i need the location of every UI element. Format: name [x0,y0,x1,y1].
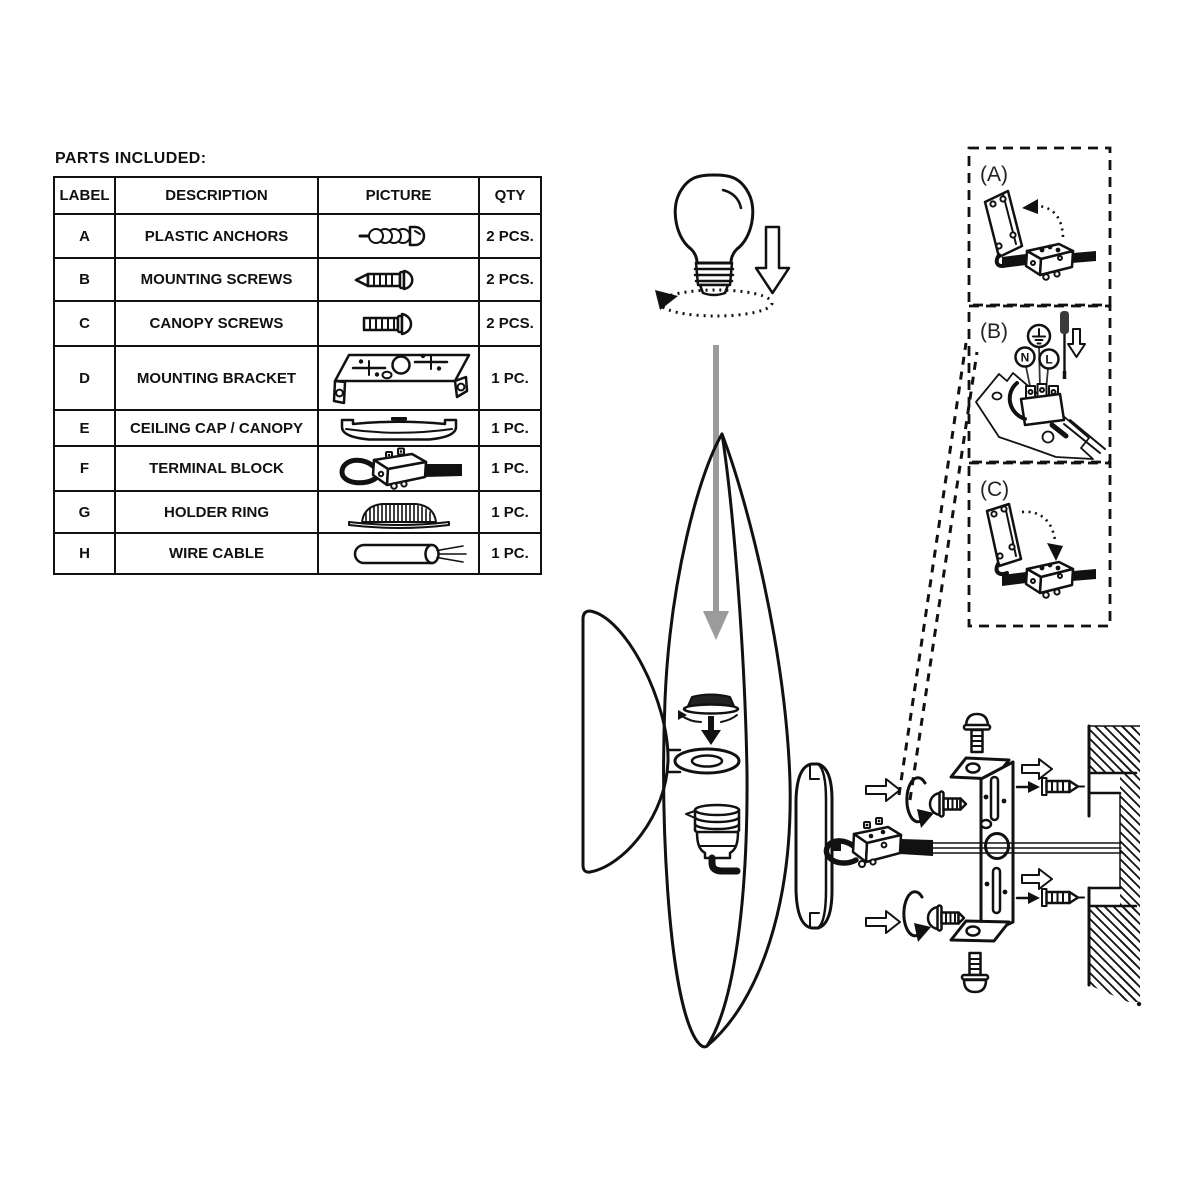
table-row: E CEILING CAP / CANOPY 1 PC. [53,409,542,447]
ceiling-cap-icon [340,416,457,441]
rotate-bulb-arrow [655,288,774,318]
table-row: B MOUNTING SCREWS 2 PCS. [53,257,542,302]
part-qty: 1 PC. [478,532,542,575]
table-row: F TERMINAL BLOCK [53,445,542,492]
lamp-socket [685,803,741,875]
part-qty: 1 PC. [478,409,542,447]
live-terminal-label: L [1045,353,1052,367]
part-description: HOLDER RING [114,490,319,534]
part-label: D [53,345,116,411]
mounting-screw-bottom [960,951,990,994]
holder-ring-illustration [678,693,740,723]
step-box-c: (C) [967,461,1112,628]
ring-insert-arrow [701,716,721,745]
neutral-terminal-label: N [1021,351,1030,365]
canopy-screw-top [928,790,968,818]
glass-dome [581,609,682,874]
part-label: H [53,532,116,575]
part-description: CEILING CAP / CANOPY [114,409,319,447]
col-header-picture: PICTURE [317,176,480,215]
part-qty: 2 PCS. [478,257,542,302]
step-c-label: (C) [980,478,1009,501]
part-description: WIRE CABLE [114,532,319,575]
part-label: C [53,300,116,347]
mounting-bracket-icon [332,353,470,405]
mounting-screw-top [962,712,992,754]
step-a-label: (A) [980,163,1008,186]
lamp-shade [662,432,792,1049]
terminal-block-icon [338,448,462,489]
col-header-qty: QTY [478,176,542,215]
parts-included-title: PARTS INCLUDED: [55,150,207,167]
part-picture-cell [317,532,480,575]
rotation-arrow-top [905,776,934,828]
mounting-screws-icon [354,269,413,290]
part-picture-cell [317,213,480,259]
plastic-anchor-bottom [1041,888,1085,907]
screwdriver-down-arrow [1067,328,1086,358]
step-box-a: (A) [967,146,1112,307]
part-label: F [53,445,116,492]
mounting-bracket-illustration [949,756,1015,943]
plastic-anchor-top [1041,777,1085,796]
table-row: G HOLDER RING 1 PC. [53,490,542,534]
push-arrow-bottom [865,910,901,934]
anchor-arrow-top [1021,758,1053,780]
part-picture-cell [317,490,480,534]
push-arrow-top [865,778,901,802]
anchor-arrow-bottom [1021,868,1053,890]
insertion-guide-arrow [703,345,729,640]
part-picture-cell [317,257,480,302]
part-label: G [53,490,116,534]
canopy-illustration [794,762,841,930]
wire-cable-lines [932,842,1122,854]
insert-anchor-arrow-bottom [1015,892,1040,904]
part-qty: 1 PC. [478,490,542,534]
leader-lines [897,342,979,801]
table-row: C CANOPY SCREWS 2 PCS. [53,300,542,347]
part-qty: 1 PC. [478,345,542,411]
table-row: H WIRE CABLE 1 PC. [53,532,542,575]
part-picture-cell [317,345,480,411]
step-box-b: (B) N L [967,304,1112,464]
canopy-screws-icon [362,312,412,335]
part-description: PLASTIC ANCHORS [114,213,319,259]
part-description: MOUNTING BRACKET [114,345,319,411]
part-label: E [53,409,116,447]
parts-included-section: PARTS INCLUDED: LABEL DESCRIPTION PICTUR… [53,150,542,575]
part-label: B [53,257,116,302]
part-picture-cell [317,445,480,492]
part-picture-cell [317,409,480,447]
part-label: A [53,213,116,259]
table-header-row: LABEL DESCRIPTION PICTURE QTY [53,176,542,215]
table-row: D MOUNTING BRACKET [53,345,542,411]
press-down-arrow [754,225,791,295]
insert-anchor-arrow-top [1015,781,1040,793]
canopy-screw-bottom [926,904,966,932]
part-picture-cell [317,300,480,347]
part-description: MOUNTING SCREWS [114,257,319,302]
part-qty: 2 PCS. [478,300,542,347]
col-header-label: LABEL [53,176,116,215]
wire-cable-icon [353,543,467,564]
table-row: A PLASTIC ANCHORS 2 PCS. [53,213,542,259]
terminal-block-illustration [823,817,933,868]
part-qty: 2 PCS. [478,213,542,259]
plastic-anchors-icon [358,225,425,247]
part-description: CANOPY SCREWS [114,300,319,347]
bulb-illustration [673,173,755,297]
holder-ring-icon [347,503,450,529]
col-header-description: DESCRIPTION [114,176,319,215]
wall-section [1087,724,1142,1014]
screwdriver-icon [1060,311,1069,334]
part-description: TERMINAL BLOCK [114,445,319,492]
step-b-label: (B) [980,320,1008,343]
rotation-arrow-bottom [902,890,931,942]
washer-ring [673,747,741,775]
parts-table: LABEL DESCRIPTION PICTURE QTY A PLASTIC … [53,176,542,575]
part-qty: 1 PC. [478,445,542,492]
